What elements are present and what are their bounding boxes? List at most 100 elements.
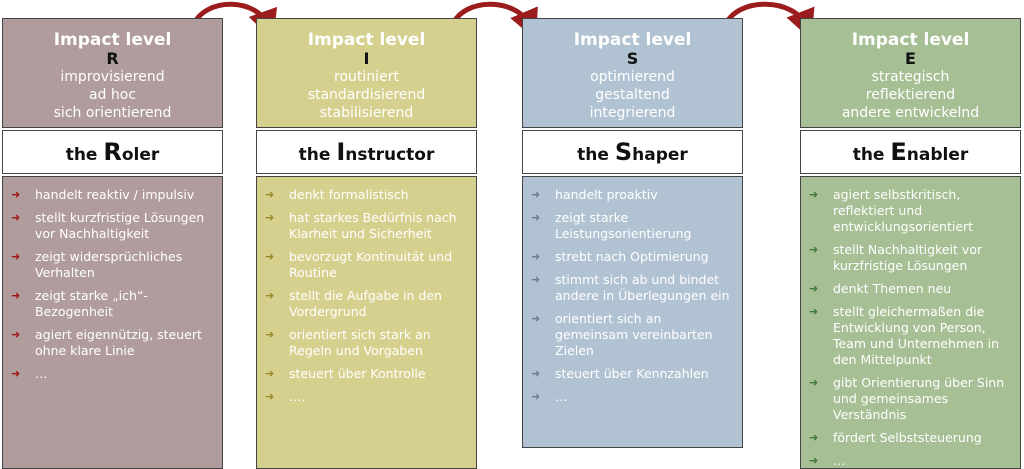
arrow-right-icon: ➜ [11,211,21,224]
item-text: bevorzugt Kontinuität und Routine [289,249,453,280]
list-item: ➜zeigt starke Leistungsorientierung [531,210,736,242]
trait: optimierend [590,69,675,85]
item-text: denkt Themen neu [833,281,952,296]
list-item: ➜hat starkes Bedürfnis nach Klarheit und… [265,210,470,242]
arrow-right-icon: ➜ [809,454,819,467]
arrow-right-icon: ➜ [531,211,541,224]
role-prefix: the [577,145,615,165]
list-item: ➜gibt Orientierung über Sinn und gemeins… [809,375,1014,423]
item-text: agiert eigennützig, steuert ohne klare L… [35,327,202,358]
impact-level-title: Impact level [851,30,970,50]
role-initial: R [103,138,122,166]
arrow-right-icon: ➜ [11,250,21,263]
list-item: ➜handelt proaktiv [531,187,736,203]
role-prefix: the [298,145,337,165]
trait: ad hoc [88,87,137,103]
arrow-right-icon: ➜ [531,250,541,263]
item-text: zeigt starke „ich“-Bezogenheit [35,288,148,319]
role-prefix: the [65,145,104,165]
role-rest: haper [632,145,688,165]
list-item: ➜steuert über Kennzahlen [531,366,736,382]
item-text: …. [289,389,306,404]
list-item: ➜denkt Themen neu [809,281,1014,297]
list-item: ➜zeigt widersprüchliches Verhalten [11,249,216,281]
trait: stabilisierend [319,105,414,121]
behavior-list: ➜denkt formalistisch➜hat starkes Bedürfn… [256,176,477,469]
item-text: hat starkes Bedürfnis nach Klarheit und … [289,210,457,241]
list-item: ➜ stellt Nachhaltigkeit vor kurzfristige … [809,242,1014,274]
level-letter: I [363,49,370,68]
behavior-list: ➜handelt proaktiv➜zeigt starke Leistungs… [522,176,743,448]
behavior-list: ➜ handelt reaktiv / impulsiv ➜stellt kurzf… [2,176,223,469]
list-item: ➜orientiert sich stark an Regeln und Vor… [265,327,470,359]
arrow-right-icon: ➜ [11,328,21,341]
role-name: the Roler [2,130,223,174]
trait: standardisierend [307,87,426,103]
arrow-right-icon: ➜ [809,305,819,318]
list-item: ➜ stimmt sich ab und bindet andere in Übe… [531,272,736,304]
trait: reflektierend [865,87,956,103]
role-name: the Enabler [800,130,1021,174]
role-initial: S [614,138,633,166]
level-letter: S [626,49,639,68]
item-text: gibt Orientierung über Sinn und gemeinsa… [833,375,1005,422]
list-item: ➜… [11,366,216,382]
item-text: … [555,389,568,404]
trait: strategisch [871,69,950,85]
item-text: strebt nach Optimierung [555,249,709,264]
item-text: orientiert sich an gemeinsam vereinbarte… [555,311,713,358]
arrow-right-icon: ➜ [265,328,275,341]
role-rest: nabler [906,145,969,165]
list-item: ➜orientiert sich an gemeinsam vereinbart… [531,311,736,359]
role-initial: E [890,138,907,166]
trait: andere entwickelnd [841,105,980,121]
trait: integrierend [589,105,676,121]
item-text: stimmt sich ab und bindet andere in Über… [555,272,730,303]
item-text: handelt proaktiv [555,187,658,202]
list-item: ➜ steuert über Kontrolle [265,366,470,382]
trait: gestaltend [595,87,670,103]
item-text: … [833,453,846,468]
arrow-right-icon: ➜ [265,289,275,302]
item-text: steuert über Kontrolle [289,366,426,381]
list-item: ➜ fördert Selbststeuerung [809,430,1014,446]
impact-level-title: Impact level [573,30,692,50]
item-text: fördert Selbststeuerung [833,430,982,445]
list-item: ➜stellt gleichermaßen die Entwicklung vo… [809,304,1014,368]
arrow-right-icon: ➜ [265,367,275,380]
item-text: agiert selbstkritisch, reflektiert und e… [833,187,974,234]
arrow-right-icon: ➜ [809,431,819,444]
impact-level-title: Impact level [53,30,172,50]
role-name: the Shaper [522,130,743,174]
list-item: ➜stellt die Aufgabe in den Vordergrund [265,288,470,320]
role-rest: nstructor [345,145,435,165]
item-text: stellt Nachhaltigkeit vor kurzfristige L… [833,242,983,273]
arrow-right-icon: ➜ [809,243,819,256]
list-item: ➜ zeigt starke „ich“-Bezogenheit [11,288,216,320]
role-initial: I [336,138,346,166]
list-item: ➜… [531,389,736,405]
list-item: ➜ handelt reaktiv / impulsiv [11,187,216,203]
list-item: ➜ agiert eigennützig, steuert ohne klare … [11,327,216,359]
role-prefix: the [852,145,891,165]
trait: routiniert [334,69,399,85]
arrow-right-icon: ➜ [11,289,21,302]
list-item: ➜stellt kurzfristige Lösungen vor Nachha… [11,210,216,242]
role-rest: oler [121,145,160,165]
item-text: handelt reaktiv / impulsiv [35,187,195,202]
behavior-list: ➜ agiert selbstkritisch, reflektiert und … [800,176,1021,469]
list-item: ➜… [809,453,1014,469]
arrow-right-icon: ➜ [809,188,819,201]
list-item: ➜ …. [265,389,470,405]
arrow-right-icon: ➜ [265,390,275,403]
arrow-right-icon: ➜ [531,273,541,286]
arrow-right-icon: ➜ [265,188,275,201]
arrow-right-icon: ➜ [11,188,21,201]
item-text: steuert über Kennzahlen [555,366,709,381]
